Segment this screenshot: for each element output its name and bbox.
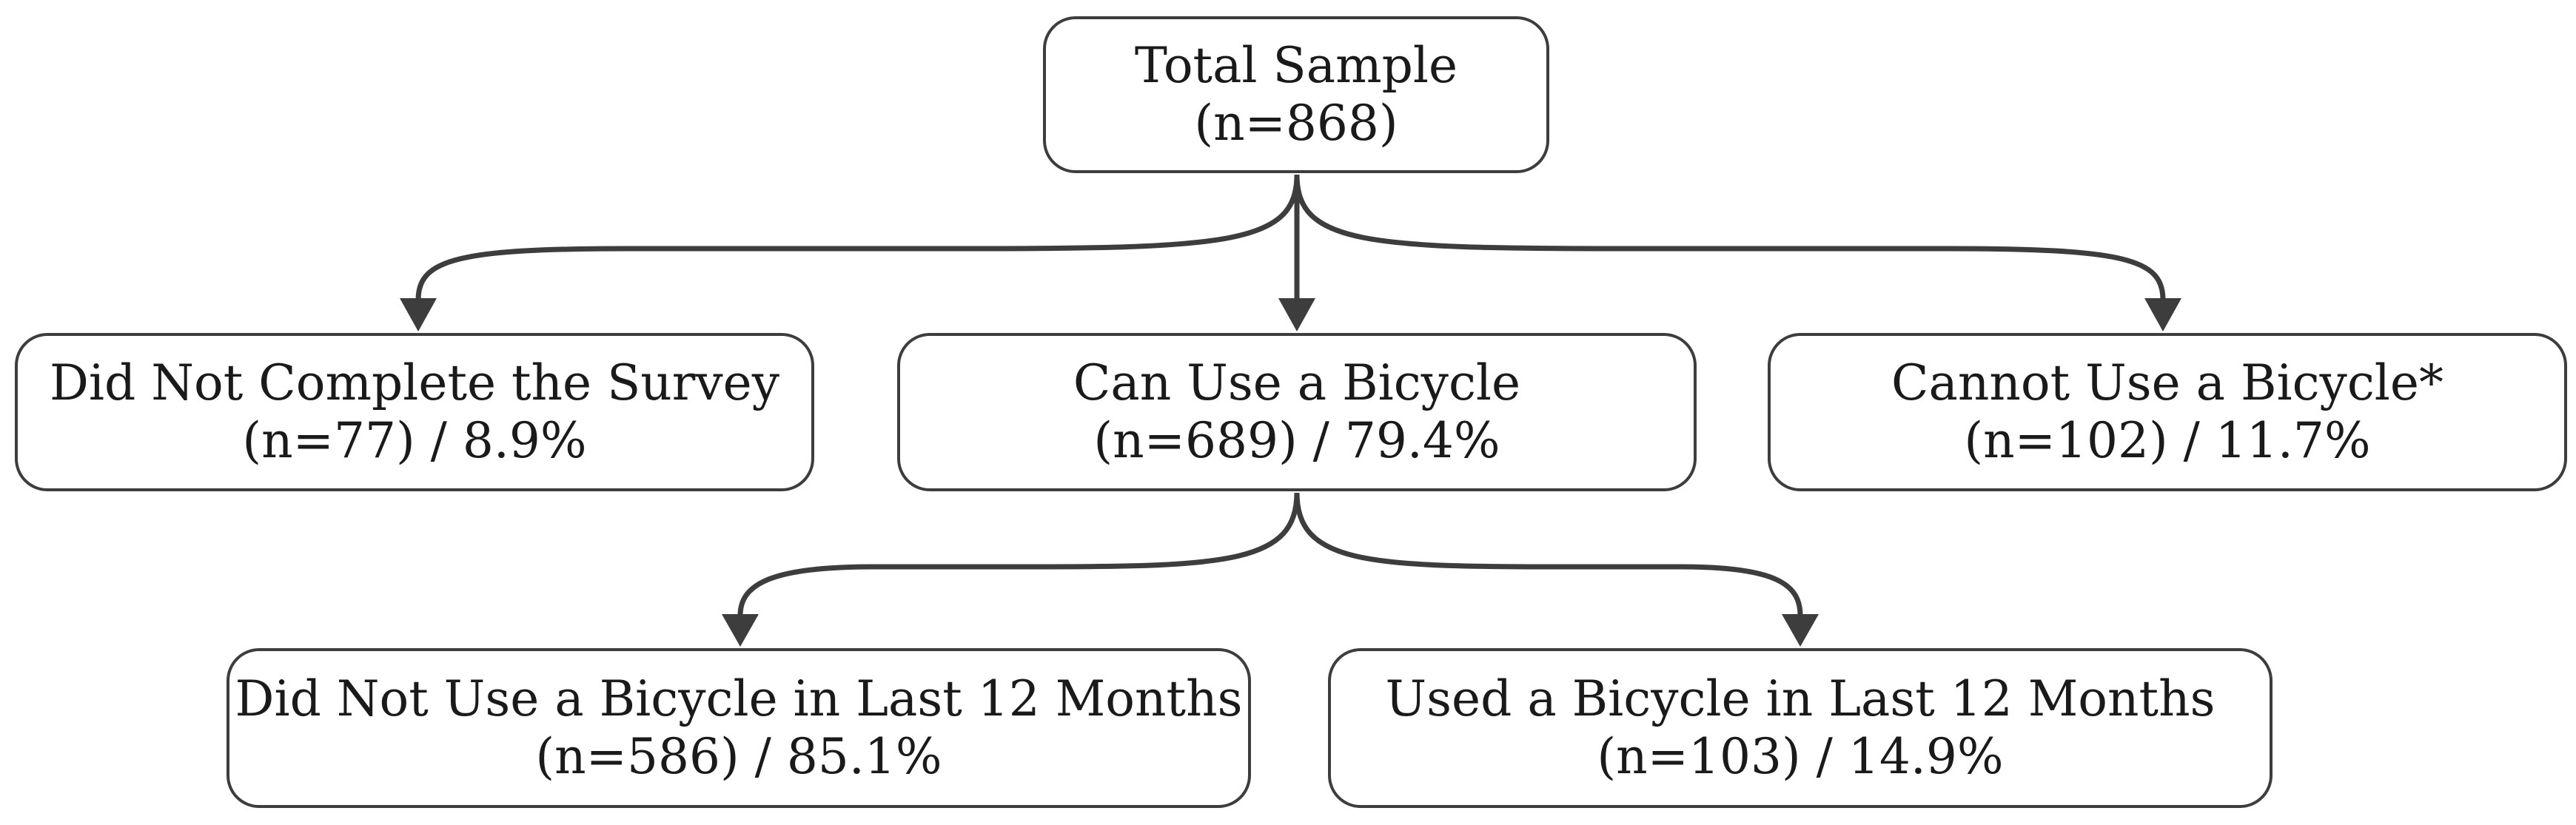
edge-can-use-to-not-used (737, 492, 1300, 616)
arrow-head-did-not-complete (400, 298, 437, 331)
edge-total-to-cannot-use (1294, 174, 2166, 300)
node-did-not-complete-title: Did Not Complete the Survey (49, 354, 779, 412)
node-used-title: Used a Bicycle in Last 12 Months (1385, 670, 2216, 728)
node-total-sample: Total Sample (n=868) (1043, 16, 1549, 173)
arrow-head-not-used (722, 614, 759, 647)
node-cannot-use-bicycle: Cannot Use a Bicycle* (n=102) / 11.7% (1768, 333, 2567, 491)
edge-total-to-did-not-complete (415, 174, 1300, 300)
edge-can-use-to-used (1294, 492, 1803, 616)
node-cannot-use-bicycle-title: Cannot Use a Bicycle* (1891, 354, 2443, 412)
node-used-detail: (n=103) / 14.9% (1597, 728, 2004, 785)
node-total-sample-detail: (n=868) (1194, 95, 1398, 152)
node-did-not-complete: Did Not Complete the Survey (n=77) / 8.9… (15, 333, 814, 491)
node-used-last-12-months: Used a Bicycle in Last 12 Months (n=103)… (1328, 648, 2273, 808)
arrow-head-cannot-use (2144, 298, 2181, 331)
node-can-use-bicycle-title: Can Use a Bicycle (1073, 354, 1521, 412)
node-did-not-use-last-12-months: Did Not Use a Bicycle in Last 12 Months … (227, 648, 1251, 808)
node-can-use-bicycle: Can Use a Bicycle (n=689) / 79.4% (897, 333, 1697, 491)
arrow-head-can-use (1278, 298, 1315, 331)
node-can-use-bicycle-detail: (n=689) / 79.4% (1093, 412, 1500, 469)
node-total-sample-title: Total Sample (1134, 37, 1458, 95)
node-did-not-use-title: Did Not Use a Bicycle in Last 12 Months (235, 670, 1243, 728)
node-did-not-complete-detail: (n=77) / 8.9% (242, 412, 587, 469)
node-cannot-use-bicycle-detail: (n=102) / 11.7% (1964, 412, 2371, 469)
arrow-head-used (1782, 614, 1819, 647)
node-did-not-use-detail: (n=586) / 85.1% (535, 728, 942, 785)
